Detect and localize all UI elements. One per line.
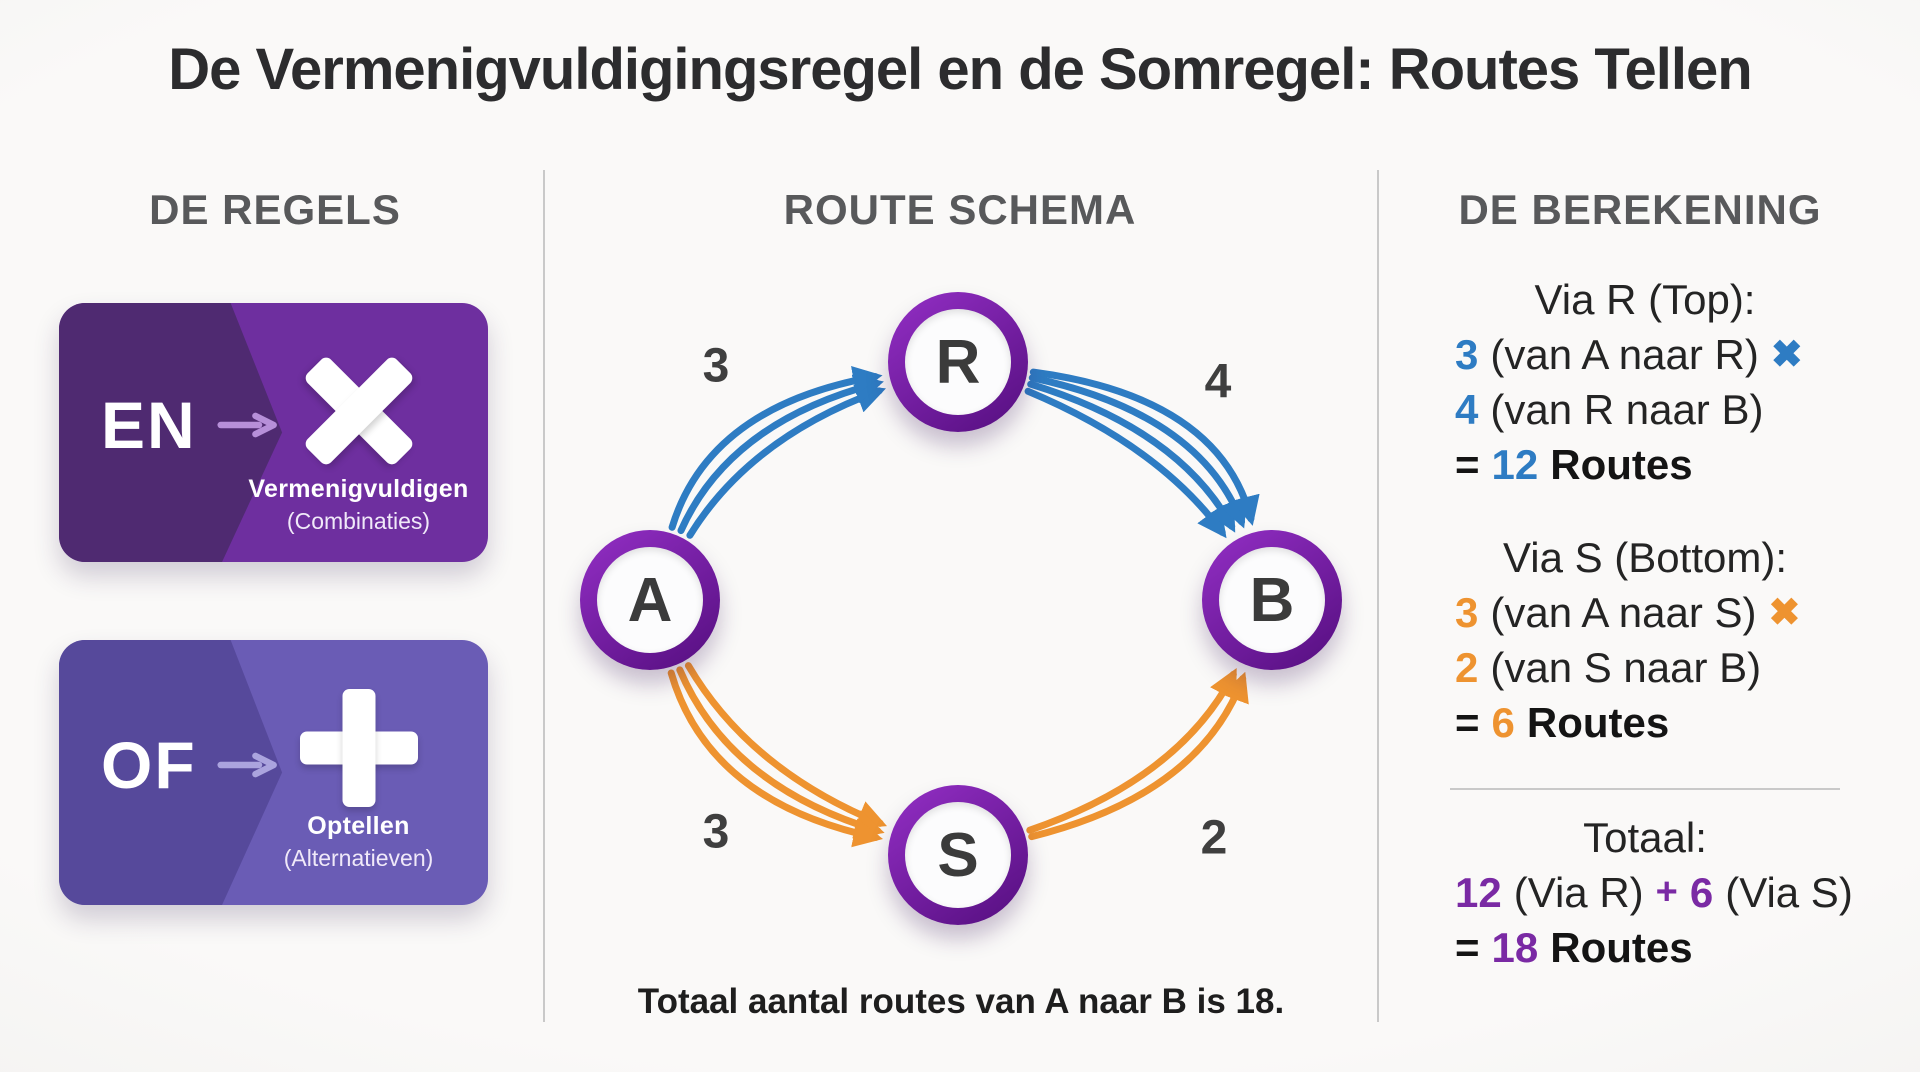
- multiply-op-icon: ✖: [1770, 334, 1803, 376]
- result-label: Routes: [1550, 923, 1693, 971]
- result-label: Routes: [1526, 698, 1670, 746]
- node-r: R: [888, 292, 1028, 432]
- factor-description: (van A naar S): [1490, 588, 1757, 636]
- route-arrow-A-S: [684, 662, 888, 829]
- node-a: A: [580, 530, 720, 670]
- edge-count-r-to-b: 4: [1204, 355, 1232, 409]
- result-label: Routes: [1550, 440, 1693, 488]
- node-a-label: A: [597, 547, 703, 653]
- result-value: 18: [1491, 923, 1539, 971]
- node-s-label: S: [905, 802, 1011, 908]
- total-result: = 18 Routes: [1455, 920, 1835, 975]
- rule-captions: Vermenigvuldigen (Combinaties): [229, 475, 488, 535]
- rule-subcaption: (Alternatieven): [283, 845, 434, 871]
- edge-count-s-to-b: 2: [1200, 811, 1228, 865]
- calc-section-via-r: Via R (Top): 3 (van A naar R) ✖ 4 (van R…: [1455, 272, 1835, 492]
- left-column-divider: [543, 170, 545, 1022]
- total-term-description: (Via S): [1725, 868, 1853, 916]
- multiply-icon: [299, 351, 419, 471]
- rules-column-header: DE REGELS: [149, 186, 401, 233]
- equals-sign: =: [1455, 440, 1480, 488]
- route-arrow-R-B: [1024, 387, 1227, 539]
- arrow-right-icon: [217, 412, 277, 437]
- factor-description: (van A naar R): [1490, 330, 1759, 378]
- page-title: De Vermenigvuldigingsregel en de Somrege…: [168, 37, 1752, 102]
- via-r-title: Via R (Top):: [1534, 276, 1756, 323]
- rule-card-en: EN Vermenigvuldigen (Combinaties): [59, 303, 488, 562]
- calc-section-total: Totaal: 12 (Via R) + 6 (Via S) = 18 Rout…: [1455, 810, 1853, 975]
- via-s-factor-1: 3 (van A naar S) ✖: [1455, 585, 1835, 640]
- via-s-result: = 6 Routes: [1455, 695, 1835, 750]
- factor-description: (van R naar B): [1490, 385, 1764, 433]
- plus-op-icon: +: [1655, 871, 1678, 913]
- calculation-column-header: DE BEREKENING: [1458, 186, 1822, 233]
- calc-section-via-s: Via S (Bottom): 3 (van A naar S) ✖ 2 (va…: [1455, 530, 1835, 750]
- factor-value: 2: [1455, 643, 1479, 691]
- rule-keyword-en: EN: [101, 387, 197, 462]
- factor-value: 4: [1455, 385, 1479, 433]
- total-sum-line: 12 (Via R) + 6 (Via S): [1455, 865, 1853, 920]
- rule-subcaption: (Combinaties): [286, 508, 431, 534]
- arrow-right-icon: [217, 752, 277, 777]
- via-s-title: Via S (Bottom):: [1503, 534, 1787, 581]
- edge-count-a-to-r: 3: [702, 339, 730, 393]
- diagram-column-header: ROUTE SCHEMA: [783, 186, 1137, 233]
- route-arrow-A-R: [668, 365, 883, 531]
- edge-count-a-to-s: 3: [702, 805, 730, 859]
- equals-sign: =: [1455, 698, 1480, 746]
- factor-description: (van S naar B): [1490, 643, 1762, 691]
- rule-caption: Optellen: [307, 812, 410, 840]
- right-column-divider: [1377, 170, 1379, 1022]
- via-r-factor-2: 4 (van R naar B): [1455, 382, 1835, 437]
- total-term-description: (Via R): [1513, 868, 1644, 916]
- total-term-value: 12: [1455, 868, 1502, 916]
- rule-card-of: OF Optellen (Alternatieven): [59, 640, 488, 905]
- node-b-label: B: [1219, 547, 1325, 653]
- via-s-factor-2: 2 (van S naar B): [1455, 640, 1835, 695]
- calculation-panel: Via R (Top): 3 (van A naar R) ✖ 4 (van R…: [1450, 272, 1853, 1013]
- route-arrow-A-R: [686, 384, 887, 539]
- via-r-result: = 12 Routes: [1455, 437, 1835, 492]
- rule-keyword-of: OF: [101, 727, 197, 802]
- result-value: 12: [1491, 440, 1539, 488]
- route-arrow-R-B: [1027, 380, 1236, 533]
- route-arrow-S-B: [1026, 667, 1237, 834]
- rule-captions: Optellen (Alternatieven): [229, 812, 488, 872]
- node-b: B: [1202, 530, 1342, 670]
- rule-caption: Vermenigvuldigen: [248, 475, 469, 503]
- result-value: 6: [1491, 698, 1515, 746]
- factor-value: 3: [1455, 330, 1479, 378]
- factor-value: 3: [1455, 588, 1479, 636]
- calc-divider: [1450, 788, 1840, 790]
- diagram-caption: Totaal aantal routes van A naar B is 18.: [637, 982, 1285, 1021]
- node-s: S: [888, 785, 1028, 925]
- total-title: Totaal:: [1583, 814, 1707, 861]
- via-r-factor-1: 3 (van A naar R) ✖: [1455, 327, 1835, 382]
- route-arrow-A-R: [677, 374, 884, 535]
- equals-sign: =: [1455, 923, 1480, 971]
- plus-icon: [299, 688, 419, 808]
- node-r-label: R: [905, 309, 1011, 415]
- multiply-op-icon: ✖: [1768, 592, 1801, 634]
- total-term-value: 6: [1689, 868, 1714, 916]
